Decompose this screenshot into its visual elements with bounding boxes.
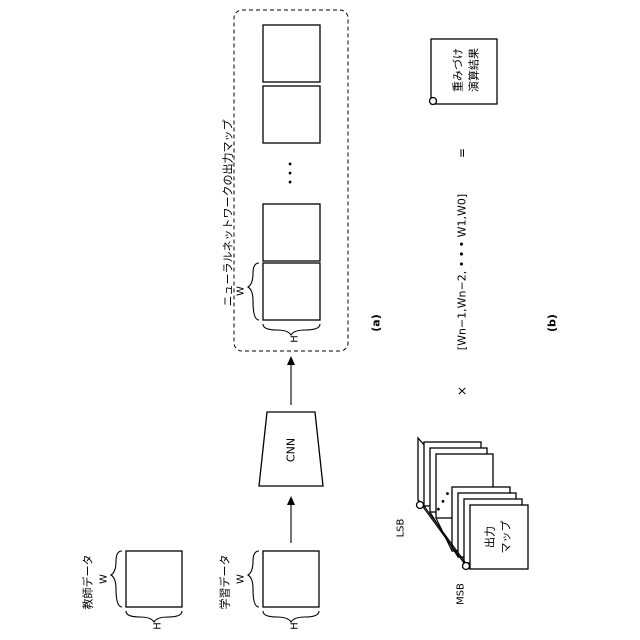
output-w-label: W (236, 286, 247, 296)
output-map-box (263, 25, 320, 82)
arrow-to-output-head (287, 356, 295, 365)
output-map-box (263, 263, 320, 320)
lsb-marker (417, 502, 424, 509)
output-map-ellipsis: • • • (286, 161, 297, 185)
msb-marker (463, 563, 470, 570)
teacher-data-group: H W 教師データ (81, 551, 183, 630)
bit-map-label-line2: マップ (500, 521, 513, 554)
teacher-w-brace (111, 551, 122, 607)
learning-data-box (263, 551, 319, 607)
output-h-brace (263, 324, 320, 335)
learning-h-label: H (290, 622, 301, 630)
teacher-data-box (126, 551, 182, 607)
weighted-result-line2: 演算結果 (467, 48, 481, 92)
bit-map-label-line1: 出力 (483, 526, 497, 548)
stack-edge (436, 518, 452, 551)
teacher-w-label: W (99, 574, 110, 584)
learning-w-brace (248, 551, 259, 607)
output-map-box (263, 204, 320, 261)
teacher-h-brace (126, 611, 182, 622)
arrow-to-cnn-head (287, 496, 295, 505)
output-h-label: H (290, 335, 301, 343)
learning-w-label: W (236, 574, 247, 584)
bit-map-stack: • • • 出力 マップ (417, 438, 529, 570)
lsb-label: LSB (396, 518, 407, 537)
part-b-label: (b) (546, 314, 559, 332)
teacher-data-label: 教師データ (81, 555, 95, 610)
output-maps: • • • H W (236, 25, 321, 343)
output-map-box (263, 86, 320, 143)
learning-data-label: 学習データ (218, 555, 232, 610)
msb-label: MSB (456, 583, 467, 605)
times-symbol: × (455, 386, 469, 396)
weighted-result: 重みづけ 演算結果 (430, 39, 498, 105)
weighted-result-marker (430, 98, 437, 105)
teacher-h-label: H (153, 622, 164, 630)
weights-vector: [Wn−1,Wn−2, • • • W1,W0] (456, 194, 469, 350)
weighted-result-line1: 重みづけ (451, 48, 465, 92)
output-w-brace (248, 263, 259, 320)
learning-data-group: H W 学習データ (218, 551, 320, 630)
learning-h-brace (263, 611, 319, 622)
output-map-label: ニューラルネットワークの出力マップ (221, 120, 235, 307)
equals-symbol: = (455, 148, 469, 158)
cnn-label: CNN (285, 438, 298, 462)
part-a-label: (a) (370, 314, 383, 331)
